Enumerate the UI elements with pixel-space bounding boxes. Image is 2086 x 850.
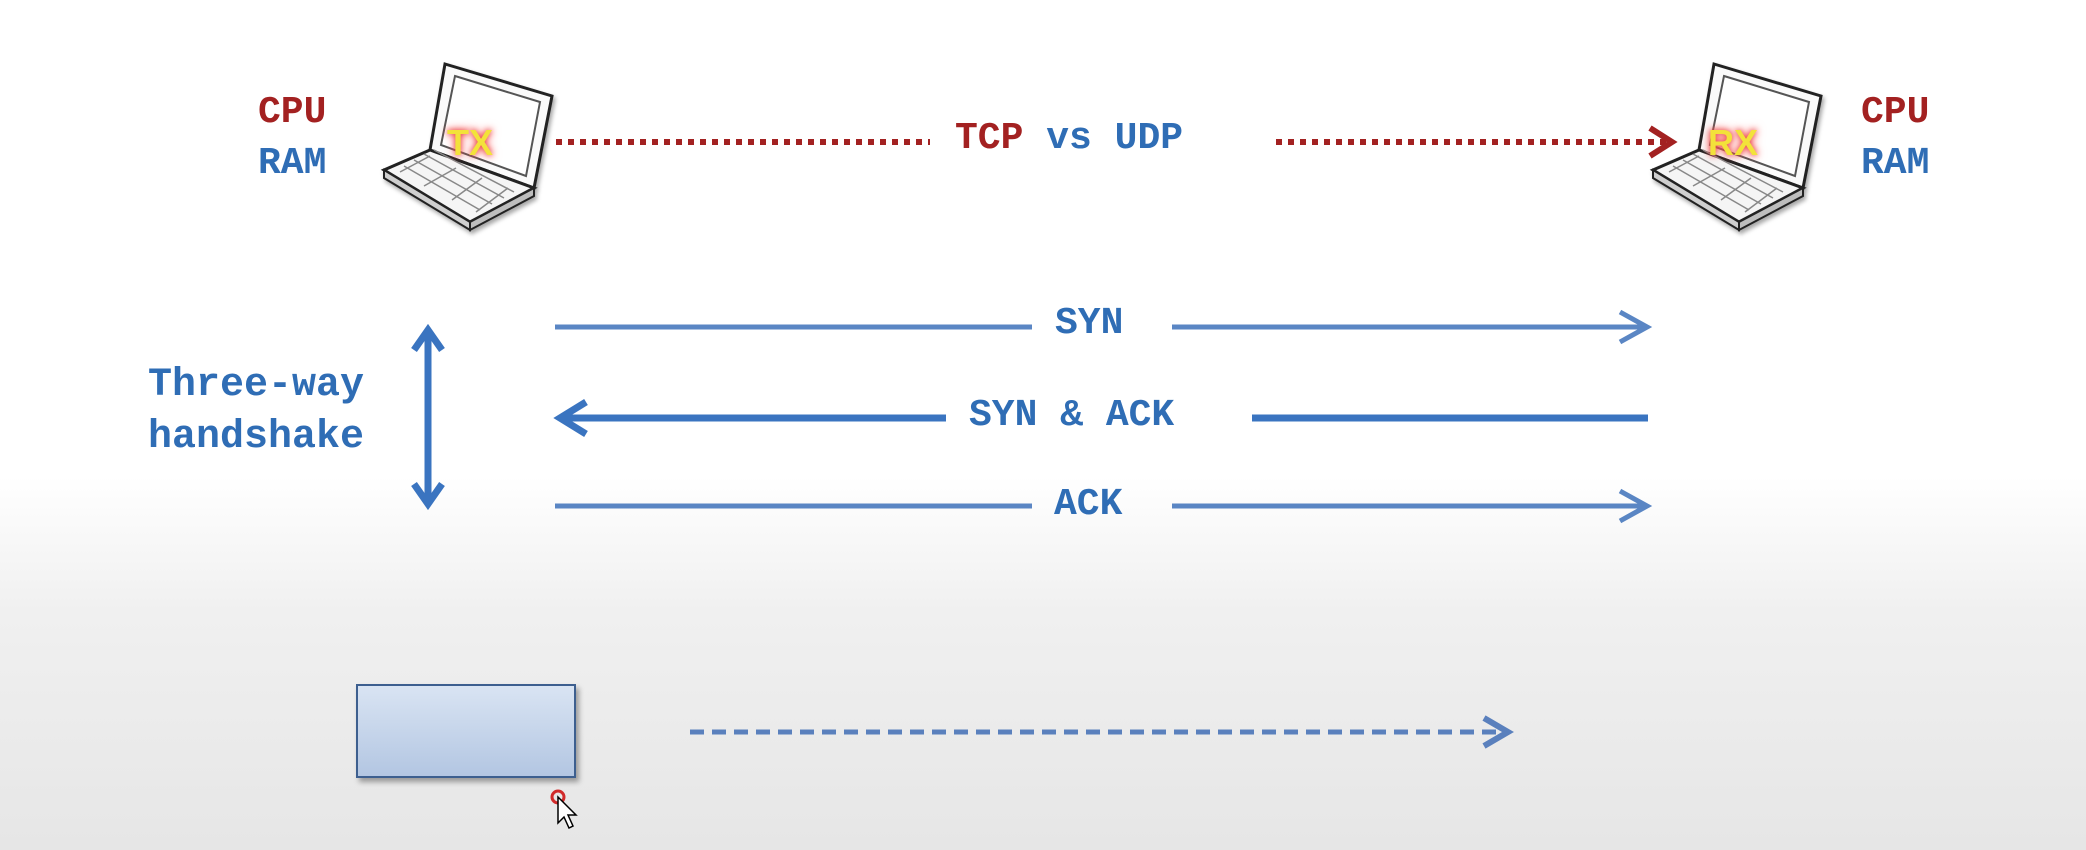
handshake-label-line1: Three-way	[148, 363, 365, 408]
ack-label: ACK	[1054, 483, 1123, 526]
syn-ack-arrow	[553, 399, 1648, 437]
syn-ack-label: SYN & ACK	[969, 394, 1175, 437]
sender-ram-label: RAM	[258, 142, 327, 185]
title-tcp: TCP	[955, 117, 1024, 160]
data-flow-dashed-arrow	[690, 715, 1514, 749]
syn-label: SYN	[1055, 302, 1124, 345]
receiver-ram-label: RAM	[1861, 142, 1930, 185]
tx-tag: TX	[447, 122, 494, 163]
handshake-label-line2: handshake	[148, 415, 365, 460]
ack-arrow	[555, 488, 1653, 524]
title-vs: vs	[1046, 117, 1092, 160]
rx-tag: RX	[1708, 122, 1759, 163]
sender-cpu-label: CPU	[258, 91, 327, 134]
syn-arrow	[555, 309, 1653, 345]
tx-rx-link-arrow	[556, 125, 1678, 159]
title-udp: UDP	[1114, 117, 1184, 160]
packet-box[interactable]	[356, 684, 576, 778]
handshake-bracket-arrow	[411, 323, 445, 511]
diagram-title: TCP vs UDP	[955, 120, 1183, 158]
receiver-cpu-label: CPU	[1861, 91, 1930, 134]
tx-laptop-icon	[380, 62, 554, 232]
rx-laptop-icon	[1649, 62, 1823, 232]
mouse-cursor-icon	[550, 789, 578, 830]
